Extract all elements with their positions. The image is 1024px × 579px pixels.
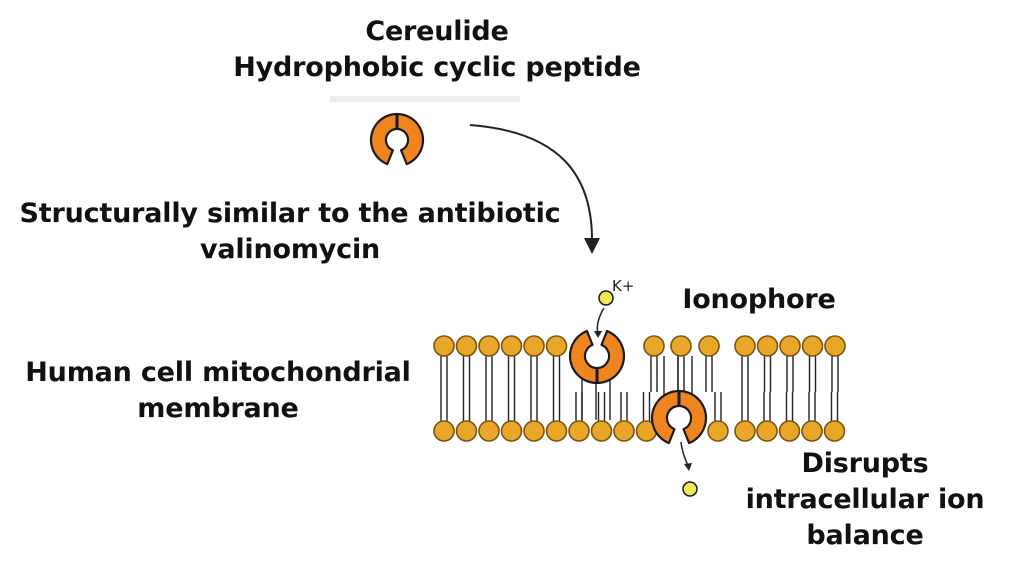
lipid-top [756, 335, 779, 392]
similarity-line-1: Structurally similar to the antibiotic [19, 198, 561, 229]
lipid-bottom [756, 392, 778, 442]
potassium-ion-icon [598, 290, 614, 306]
ion-entry-arrow [596, 307, 605, 335]
potassium-ion-label: K+ [612, 277, 634, 295]
title-line-2: Hydrophobic cyclic peptide [233, 52, 641, 83]
lipid-bottom [568, 392, 590, 442]
lipid-bottom [545, 392, 568, 442]
released-ion-icon [682, 481, 698, 497]
cereulide-title: Cereulide Hydrophobic cyclic peptide [212, 14, 662, 86]
similarity-line-2: valinomycin [199, 234, 381, 265]
lipid-bottom [801, 392, 823, 442]
title-line-1: Cereulide [365, 16, 509, 47]
lipid-bottom [778, 392, 801, 442]
lipid-top [478, 335, 500, 392]
effect-line-3: balance [806, 520, 924, 551]
membrane-caption: Human cell mitochondrial membrane [0, 355, 436, 427]
cereulide-molecule-icon [369, 112, 425, 166]
membrane-line-1: Human cell mitochondrial [25, 357, 411, 388]
effect-caption: Disrupts intracellular ion balance [720, 446, 1010, 554]
effect-line-2: intracellular ion [745, 484, 985, 515]
lipid-bottom [433, 392, 455, 442]
ionophore-top-icon [568, 329, 626, 385]
lipid-top [643, 335, 665, 392]
lipid-top [698, 335, 720, 392]
membrane-line-2: membrane [137, 393, 299, 424]
ion-exit-arrow-head [684, 463, 692, 471]
lipid-bilayer [433, 335, 846, 442]
lipid-top [545, 335, 568, 392]
lipid-top [523, 335, 545, 392]
lipid-bottom [707, 392, 729, 442]
lipid-top [734, 335, 756, 392]
ion-entry-arrow-head [594, 331, 602, 338]
lipid-bottom [734, 392, 756, 442]
lipid-top [455, 335, 478, 392]
curved-arrow [469, 124, 593, 241]
lipid-bottom [478, 392, 500, 442]
faded-artifact [330, 96, 520, 102]
lipid-top [824, 335, 846, 392]
lipid-bottom [455, 392, 478, 442]
effect-line-1: Disrupts [801, 448, 929, 479]
ion-exit-arrow [680, 441, 689, 467]
lipid-top [500, 335, 523, 392]
ionophore-label: Ionophore [682, 284, 836, 315]
lipid-bottom [823, 392, 846, 442]
similarity-caption: Structurally similar to the antibiotic v… [0, 196, 580, 268]
lipid-bottom [500, 392, 523, 442]
lipid-bottom [523, 392, 545, 442]
curved-arrow-head [584, 238, 600, 254]
lipid-top [779, 335, 801, 392]
lipid-top [801, 335, 824, 392]
lipid-top [670, 335, 692, 392]
ionophore-bottom-icon [650, 389, 708, 445]
lipid-top [433, 335, 455, 392]
lipid-bottom [613, 392, 635, 442]
lipid-bottom [590, 392, 613, 442]
